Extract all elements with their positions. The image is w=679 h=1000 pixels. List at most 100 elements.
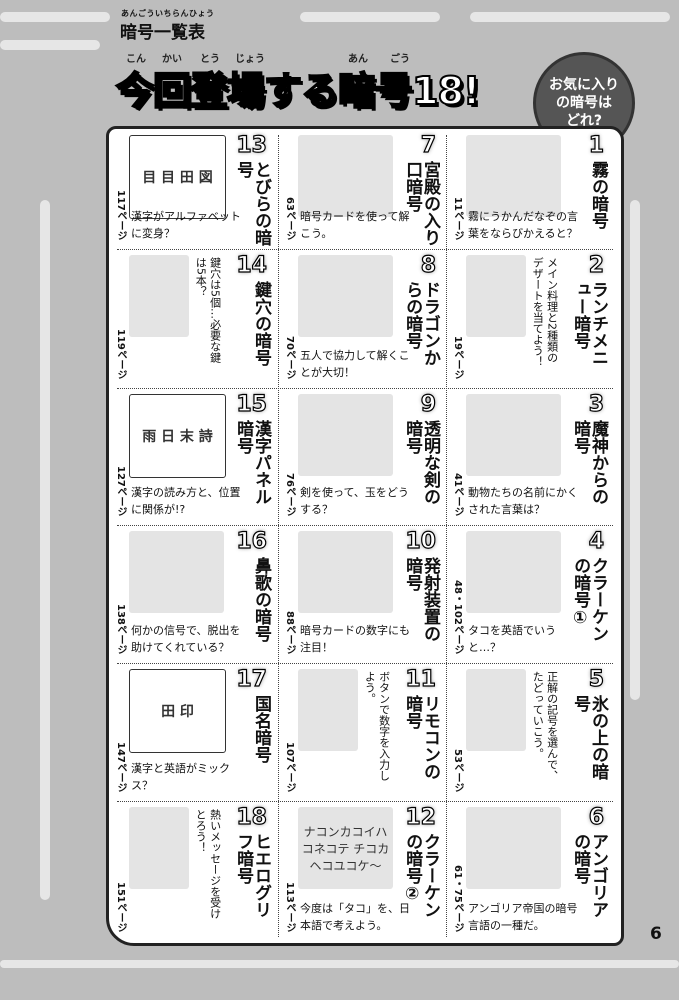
cipher-number: 17 — [236, 666, 268, 692]
cipher-number: 9 — [420, 391, 437, 417]
cipher-title: 漢字パネル暗号 — [233, 420, 271, 505]
cipher-title: ドラゴンからの暗号 — [402, 281, 440, 366]
header-subtitle: 暗号一覧表 — [120, 23, 205, 43]
cipher-cell[interactable]: 5 氷の上の暗号 53ページ 正解の記号を選んで、たどっていこう。 — [446, 663, 614, 801]
cipher-number: 4 — [588, 528, 605, 554]
cipher-cell[interactable]: 18 ヒエログリフ暗号 151ページ 熱いメッセージを受けとろう！ — [109, 801, 277, 941]
cipher-description: 漢字と英語がミックス？ — [131, 761, 230, 793]
cipher-illustration: 目 目 田 図 — [129, 135, 226, 219]
cipher-description: 五人で協力して解くことが大切！ — [300, 348, 410, 380]
cipher-number: 3 — [588, 391, 605, 417]
cipher-illustration — [466, 669, 526, 751]
cipher-number: 15 — [236, 391, 268, 417]
cipher-illustration — [129, 807, 189, 889]
cipher-illustration: 雨 日 末 詩 — [129, 394, 226, 478]
cipher-illustration — [466, 135, 561, 217]
cipher-illustration — [298, 531, 393, 613]
cipher-description: 正解の記号を選んで、たどっていこう。 — [531, 671, 559, 781]
cipher-illustration — [298, 669, 358, 751]
page-reference: 119ページ — [115, 329, 126, 380]
cipher-title: 宮殿の入り口暗号 — [402, 161, 440, 246]
cipher-cell[interactable]: 3 魔神からの暗号 41ページ動物たちの名前にかくされた言葉は？ — [446, 388, 614, 525]
page-reference: 63ページ — [284, 197, 295, 241]
page-reference: 138ページ — [115, 604, 126, 655]
cipher-title: ランチメニュー暗号 — [570, 281, 608, 366]
cipher-number: 18 — [236, 804, 268, 830]
cipher-description: 暗号カードを使って解こう。 — [300, 209, 410, 241]
cipher-illustration — [298, 255, 393, 337]
cipher-number: 11 — [405, 666, 437, 692]
row-divider — [117, 388, 613, 389]
page-reference: 41ページ — [452, 473, 463, 517]
cipher-cell[interactable]: 16 鼻歌の暗号 138ページ何かの信号で、脱出を助けてくれている？ — [109, 525, 277, 663]
cipher-cell[interactable]: 7 宮殿の入り口暗号 63ページ暗号カードを使って解こう。 — [278, 129, 446, 249]
page-reference: 70ページ — [284, 336, 295, 380]
badge-line: どれ? — [565, 113, 603, 130]
cipher-title: 鍵穴の暗号 — [251, 281, 271, 366]
cipher-description: 熱いメッセージを受けとろう！ — [194, 809, 222, 919]
page-title: 今回登場する暗号18! — [115, 68, 481, 114]
page-reference: 88ページ — [284, 611, 295, 655]
cipher-number: 2 — [588, 252, 605, 278]
header-ruby: あんごういちらんひょう — [121, 9, 215, 18]
cipher-description: ボタンで数字を入力しよう。 — [363, 671, 391, 781]
cipher-description: タコを英語でいうと…？ — [468, 623, 556, 655]
page-reference: 151ページ — [115, 882, 126, 933]
cipher-number: 13 — [236, 132, 268, 158]
page-reference: 11ページ — [452, 197, 463, 241]
cipher-illustration — [129, 531, 224, 613]
cipher-illustration — [298, 135, 393, 217]
title-ruby: かい — [162, 54, 182, 65]
cipher-title: 氷の上の暗号 — [570, 695, 608, 780]
cipher-illustration: 田 印 — [129, 669, 226, 753]
cipher-number: 7 — [420, 132, 437, 158]
cipher-title: 魔神からの暗号 — [570, 420, 608, 505]
cipher-description: アンゴリア帝国の暗号言語の一種だ。 — [468, 901, 578, 933]
cipher-illustration — [466, 807, 561, 889]
cipher-number: 10 — [405, 528, 437, 554]
cipher-number: 16 — [236, 528, 268, 554]
cipher-description: 動物たちの名前にかくされた言葉は？ — [468, 485, 578, 517]
cipher-title: ヒエログリフ暗号 — [233, 833, 271, 918]
cipher-number: 5 — [588, 666, 605, 692]
cipher-illustration: ナコンカコイハコネコテ チコカヘコユコケ～ — [298, 807, 393, 889]
page-reference: 53ページ — [452, 749, 463, 793]
cipher-illustration — [466, 394, 561, 476]
cipher-title: 発射装置の暗号 — [402, 557, 440, 642]
row-divider — [117, 525, 613, 526]
cipher-title: クラーケンの暗号② — [402, 833, 440, 918]
cipher-cell[interactable]: 目 目 田 図 13 とびらの暗号 117ページ漢字がアルファベットに変身？ — [109, 129, 277, 249]
cipher-title: 鼻歌の暗号 — [251, 557, 271, 642]
cipher-number: 12 — [405, 804, 437, 830]
page-reference: 147ページ — [115, 742, 126, 793]
cipher-description: メイン料理と2種類のデザートを当てよう！ — [531, 257, 559, 367]
cipher-illustration — [466, 255, 526, 337]
cipher-description: 漢字がアルファベットに変身？ — [131, 209, 241, 241]
column-divider — [278, 135, 279, 937]
cipher-title: リモコンの暗号 — [402, 695, 440, 780]
cipher-description: 何かの信号で、脱出を助けてくれている？ — [131, 623, 241, 655]
cipher-title: とびらの暗号 — [233, 161, 271, 246]
badge-line: お気に入り — [549, 76, 619, 93]
cipher-illustration — [129, 255, 189, 337]
title-ruby: こん — [126, 54, 146, 65]
page-reference: 117ページ — [115, 190, 126, 241]
row-divider — [117, 663, 613, 664]
cipher-description: 霧にうかんだなぞの言葉をならびかえると？ — [468, 209, 578, 241]
cipher-title: 霧の暗号 — [588, 161, 608, 229]
title-ruby: あん — [348, 54, 368, 65]
column-divider — [446, 135, 447, 937]
cipher-description: 剣を使って、玉をどうする？ — [300, 485, 409, 517]
